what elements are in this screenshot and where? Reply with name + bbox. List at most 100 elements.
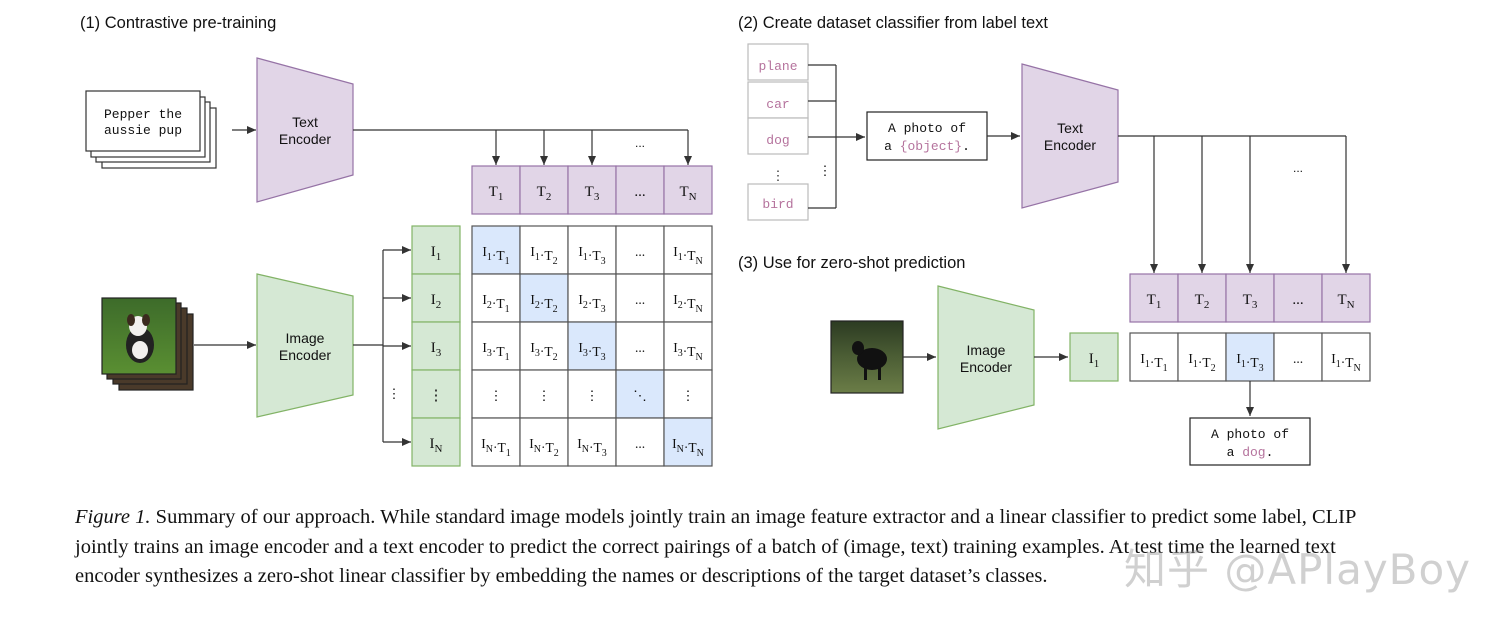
result-box	[1189, 417, 1311, 466]
t-header-cell-p2	[1321, 273, 1371, 323]
prediction-cell	[1321, 332, 1371, 382]
label-text-3: ⋮	[772, 169, 785, 184]
i1-cell-p3	[1069, 332, 1119, 382]
t-header-label: T2	[537, 184, 552, 203]
prediction-cell-label: I1·T1	[1140, 351, 1167, 374]
t-header-label: T1	[489, 184, 504, 203]
image-encoder-p3-label-2: Encoder	[960, 359, 1012, 375]
matrix-cell-label: ...	[635, 340, 645, 355]
text-encoder-p1-label-2: Encoder	[279, 131, 331, 147]
prediction-cell	[1129, 332, 1179, 382]
i-column-cell	[411, 225, 461, 275]
ellipsis-top-p2: ...	[1293, 161, 1303, 175]
i1-label-p3: I1	[1089, 351, 1100, 370]
text-encoder-p2	[1021, 63, 1119, 209]
matrix-cell	[471, 321, 521, 371]
prediction-cell-label: I1·T3	[1236, 351, 1263, 374]
text-input-line-1: Pepper the	[104, 107, 182, 122]
i-column-label: ⋮	[429, 388, 444, 404]
text-encoder-p2-label-2: Encoder	[1044, 137, 1096, 153]
i-column-label: I2	[431, 292, 442, 311]
image-encoder-p3-label-1: Image	[967, 342, 1006, 358]
template-line-2: a {object}.	[884, 139, 970, 154]
i-column-cell	[411, 417, 461, 467]
matrix-cell-label: ...	[635, 244, 645, 259]
t-header-cell-p2	[1177, 273, 1227, 323]
matrix-cell-diagonal	[519, 273, 569, 323]
t-header-cell	[663, 165, 713, 215]
label-box	[747, 43, 809, 81]
matrix-cell-label: ⋮	[489, 388, 503, 403]
i-column-label: I3	[431, 340, 442, 359]
label-text-1: car	[766, 97, 789, 112]
t-header-label-p2: T2	[1195, 292, 1210, 311]
text-encoder-p1	[256, 57, 354, 203]
template-line-1: A photo of	[888, 121, 966, 136]
t-header-cell	[567, 165, 617, 215]
label-text-0: plane	[758, 59, 797, 74]
matrix-cell-diagonal	[615, 369, 665, 419]
image-encoder-p1-label-1: Image	[286, 330, 325, 346]
ellipsis-left-p1: ⋮	[388, 386, 401, 401]
matrix-cell-label: I1·T1	[482, 244, 509, 267]
label-box	[747, 117, 809, 155]
label-box	[747, 81, 809, 119]
matrix-cell-label: ...	[635, 436, 645, 451]
puppy-ear	[142, 314, 150, 326]
i-column-cell	[411, 273, 461, 323]
prediction-cell-label: ...	[1293, 351, 1303, 366]
t-header-label-p2: T1	[1147, 292, 1162, 311]
t-header-cell	[615, 165, 665, 215]
matrix-cell-label: I3·T2	[530, 340, 557, 363]
matrix-cell-label: ...	[635, 292, 645, 307]
result-line-1: A photo of	[1211, 427, 1289, 442]
caption-text: Summary of our approach. While standard …	[75, 506, 1356, 587]
caption-figure-label: Figure 1.	[75, 506, 151, 528]
matrix-cell-label: ⋮	[585, 388, 599, 403]
matrix-cell-label: I2·T2	[530, 292, 557, 315]
image-encoder-p3	[937, 285, 1035, 430]
t-header-cell-p2	[1273, 273, 1323, 323]
matrix-cell	[663, 225, 713, 275]
matrix-cell-label: I3·TN	[673, 340, 702, 363]
t-header-label: TN	[679, 184, 696, 203]
i-column-label: IN	[430, 436, 443, 455]
prediction-cell-label: I1·T2	[1188, 351, 1215, 374]
t-header-cell-p2	[1129, 273, 1179, 323]
puppy-chest	[132, 341, 148, 359]
t-header-cell	[519, 165, 569, 215]
text-encoder-p2-label-1: Text	[1057, 120, 1083, 136]
t-header-label: T3	[585, 184, 600, 203]
image-encoder-p1-label-2: Encoder	[279, 347, 331, 363]
matrix-cell-label: I2·T3	[578, 292, 605, 315]
dog-leg	[864, 366, 867, 380]
matrix-cell-label: I1·TN	[673, 244, 702, 267]
clip-diagram: (1) Contrastive pre-training(2) Create d…	[80, 14, 1371, 467]
matrix-cell-label: I2·T1	[482, 292, 509, 315]
matrix-cell-diagonal	[471, 225, 521, 275]
matrix-cell-label: IN·T3	[577, 436, 606, 459]
matrix-cell	[471, 273, 521, 323]
t-header-label: ...	[634, 184, 645, 200]
text-input-card	[85, 90, 201, 152]
prediction-cell-label: I1·TN	[1331, 351, 1360, 374]
t-header-cell	[471, 165, 521, 215]
matrix-cell	[615, 273, 665, 323]
result-line-2: a dog.	[1227, 445, 1274, 460]
label-text-2: dog	[766, 133, 789, 148]
t-header-cell-p2	[1225, 273, 1275, 323]
panel-2-title: (2) Create dataset classifier from label…	[738, 14, 1048, 32]
matrix-cell-label: I1·T3	[578, 244, 605, 267]
prediction-cell-max	[1225, 332, 1275, 382]
matrix-cell-diagonal	[567, 321, 617, 371]
matrix-cell-label: ⋮	[681, 388, 695, 403]
dog-leg	[878, 366, 881, 380]
t-header-label-p2: ...	[1292, 292, 1303, 308]
matrix-cell-label: IN·T1	[481, 436, 510, 459]
matrix-cell-label: I3·T3	[578, 340, 605, 363]
matrix-cell	[663, 321, 713, 371]
matrix-cell-label: ⋱	[633, 388, 647, 403]
label-box	[747, 183, 809, 221]
watermark: 知乎 @APlayBoy	[1124, 545, 1472, 594]
